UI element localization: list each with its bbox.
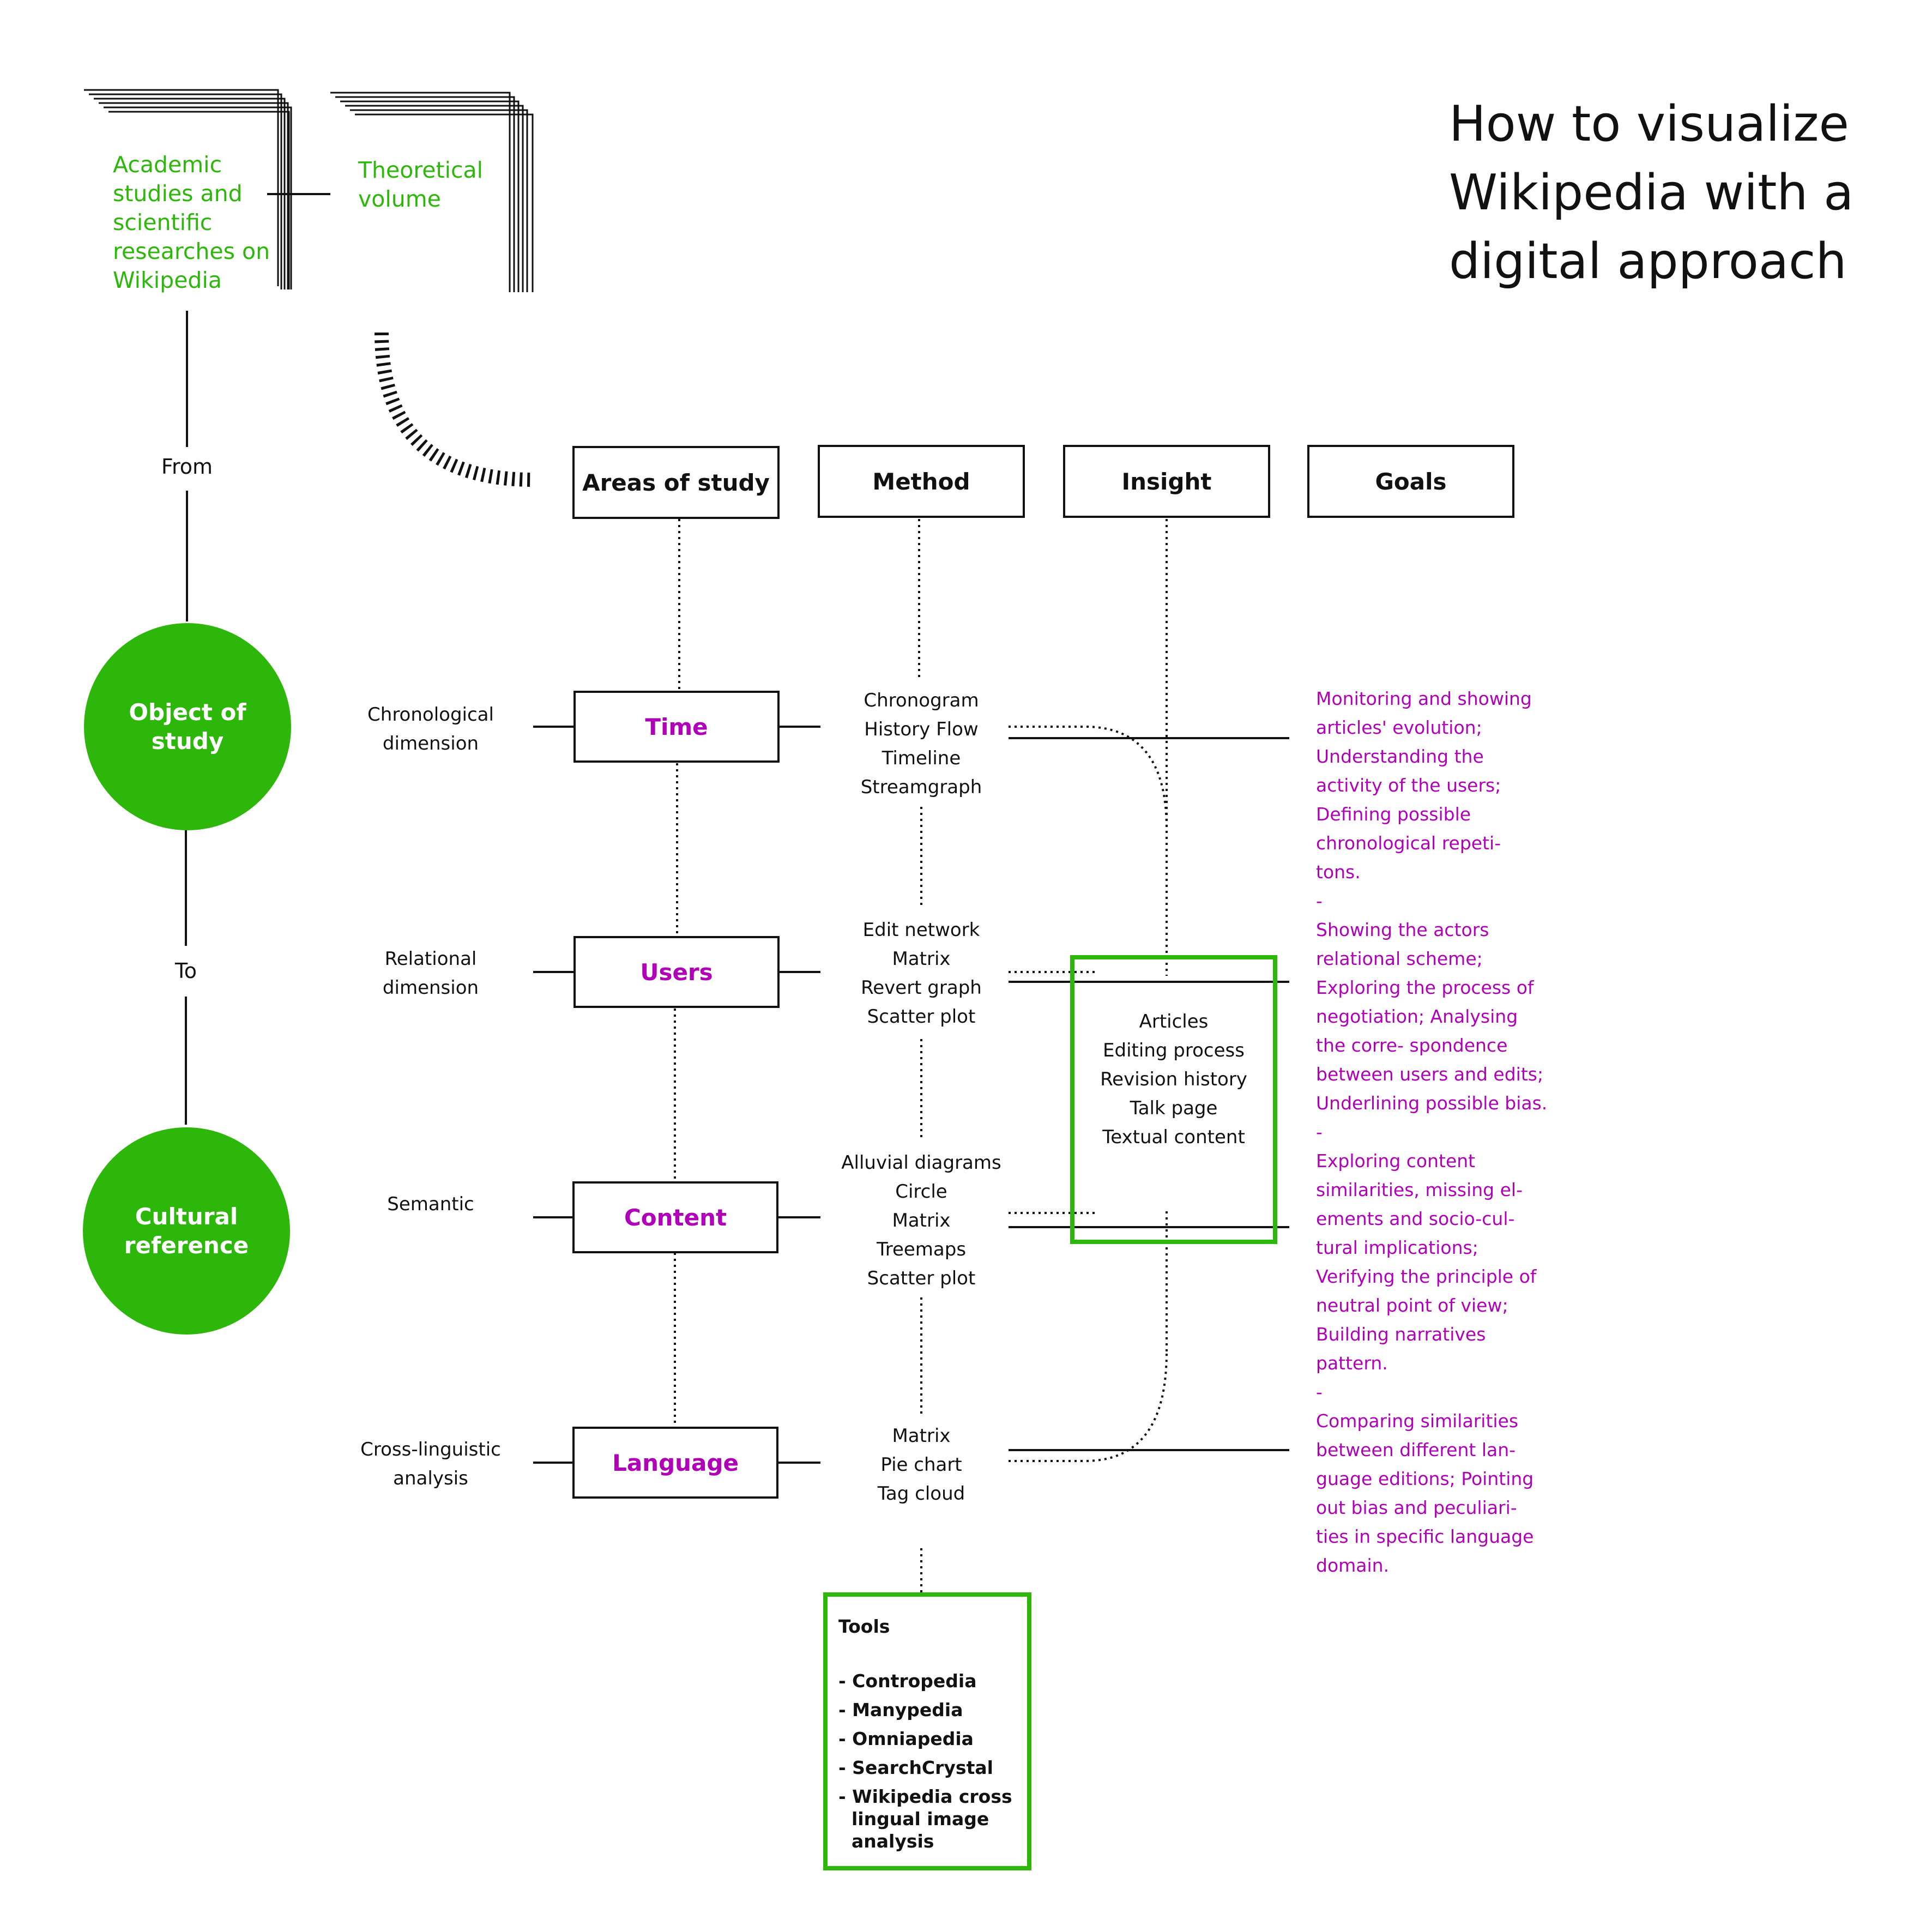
method-item: Revert graph	[861, 977, 982, 999]
method-item: Edit network	[862, 919, 980, 941]
insight-item: Textual content	[1102, 1126, 1245, 1148]
cultural-reference-circle: Cultural reference	[83, 1127, 290, 1335]
method-item: Circle	[895, 1181, 947, 1203]
tool-item-searchcrystal: - SearchCrystal	[838, 1757, 993, 1778]
goals-list: Monitoring and showing articles' evoluti…	[1316, 684, 1550, 1580]
goal-item-time: Monitoring and showing articles' evoluti…	[1316, 688, 1532, 883]
dimension-label-content: Semantic	[387, 1193, 474, 1215]
method-item: Alluvial diagrams	[841, 1152, 1001, 1174]
cultural-reference-label: Cultural reference	[124, 1203, 249, 1259]
tool-item-wikipedia-cross-lingual: - Wikipedia cross lingual image analysis	[838, 1786, 1012, 1852]
goal-separator: -	[1316, 1121, 1323, 1143]
goal-separator: -	[1316, 1381, 1323, 1403]
tools-list: Tools - Contropedia - Manypedia - Omniap…	[838, 1612, 1024, 1859]
dimension-label-language: Cross-linguistic analysis	[360, 1439, 501, 1489]
object-of-study-label: Object of study	[129, 699, 246, 754]
tool-item-manypedia: - Manypedia	[838, 1699, 963, 1720]
method-item: Scatter plot	[867, 1267, 976, 1289]
tools-box	[823, 1592, 1031, 1870]
method-item: Matrix	[892, 1425, 951, 1447]
document-stack-academic	[84, 89, 292, 289]
method-item: Matrix	[892, 948, 951, 970]
document-stack-theoretical	[330, 92, 534, 292]
goal-separator: -	[1316, 890, 1323, 911]
header-method: Method	[818, 445, 1025, 518]
method-list-users: Edit network Matrix Revert graph Scatter…	[829, 916, 1014, 1031]
flow-to-label: To	[142, 957, 230, 986]
method-item: Treemaps	[876, 1239, 967, 1260]
insight-item: Revision history	[1100, 1068, 1247, 1090]
method-item: Pie chart	[880, 1454, 962, 1476]
method-list-language: Matrix Pie chart Tag cloud	[829, 1422, 1014, 1508]
method-item: Tag cloud	[877, 1483, 965, 1505]
area-box-language: Language	[572, 1427, 778, 1499]
method-item: Matrix	[892, 1210, 951, 1231]
flow-from-label: From	[143, 452, 231, 481]
goal-item-content: Exploring content similarities, missing …	[1316, 1150, 1537, 1374]
area-box-time: Time	[573, 691, 780, 763]
method-item: History Flow	[864, 719, 979, 740]
insight-item: Talk page	[1130, 1097, 1218, 1119]
object-of-study-circle: Object of study	[84, 623, 291, 830]
insight-box	[1070, 955, 1277, 1244]
header-insight: Insight	[1063, 445, 1270, 518]
insight-list: Articles Editing process Revision histor…	[1070, 1007, 1277, 1152]
method-list-time: Chronogram History Flow Timeline Streamg…	[829, 686, 1014, 802]
method-item: Chronogram	[864, 690, 979, 711]
academic-studies-label: Academic studies and scientific research…	[113, 152, 270, 293]
header-areas-of-study: Areas of study	[572, 446, 780, 519]
page-title: How to visualize Wikipedia with a digita…	[1449, 95, 1854, 290]
area-box-content: Content	[572, 1181, 778, 1253]
insight-item: Articles	[1139, 1011, 1209, 1033]
tools-title: Tools	[838, 1616, 890, 1637]
area-box-users: Users	[573, 936, 780, 1008]
method-item: Timeline	[882, 747, 961, 769]
goal-item-language: Comparing similarities between different…	[1316, 1410, 1534, 1576]
tool-item-omniapedia: - Omniapedia	[838, 1728, 974, 1749]
dimension-label-time: Chronological dimension	[367, 704, 494, 754]
tool-item-contropedia: - Contropedia	[838, 1670, 977, 1692]
goal-item-users: Showing the actors relational scheme; Ex…	[1316, 919, 1548, 1114]
theoretical-volume-label: Theoretical volume	[358, 157, 484, 212]
header-goals: Goals	[1307, 445, 1514, 518]
dimension-label-users: Relational dimension	[382, 948, 479, 999]
method-item: Streamgraph	[860, 776, 982, 798]
method-list-content: Alluvial diagrams Circle Matrix Treemaps…	[829, 1149, 1014, 1293]
insight-item: Editing process	[1103, 1040, 1245, 1061]
method-item: Scatter plot	[867, 1006, 976, 1028]
